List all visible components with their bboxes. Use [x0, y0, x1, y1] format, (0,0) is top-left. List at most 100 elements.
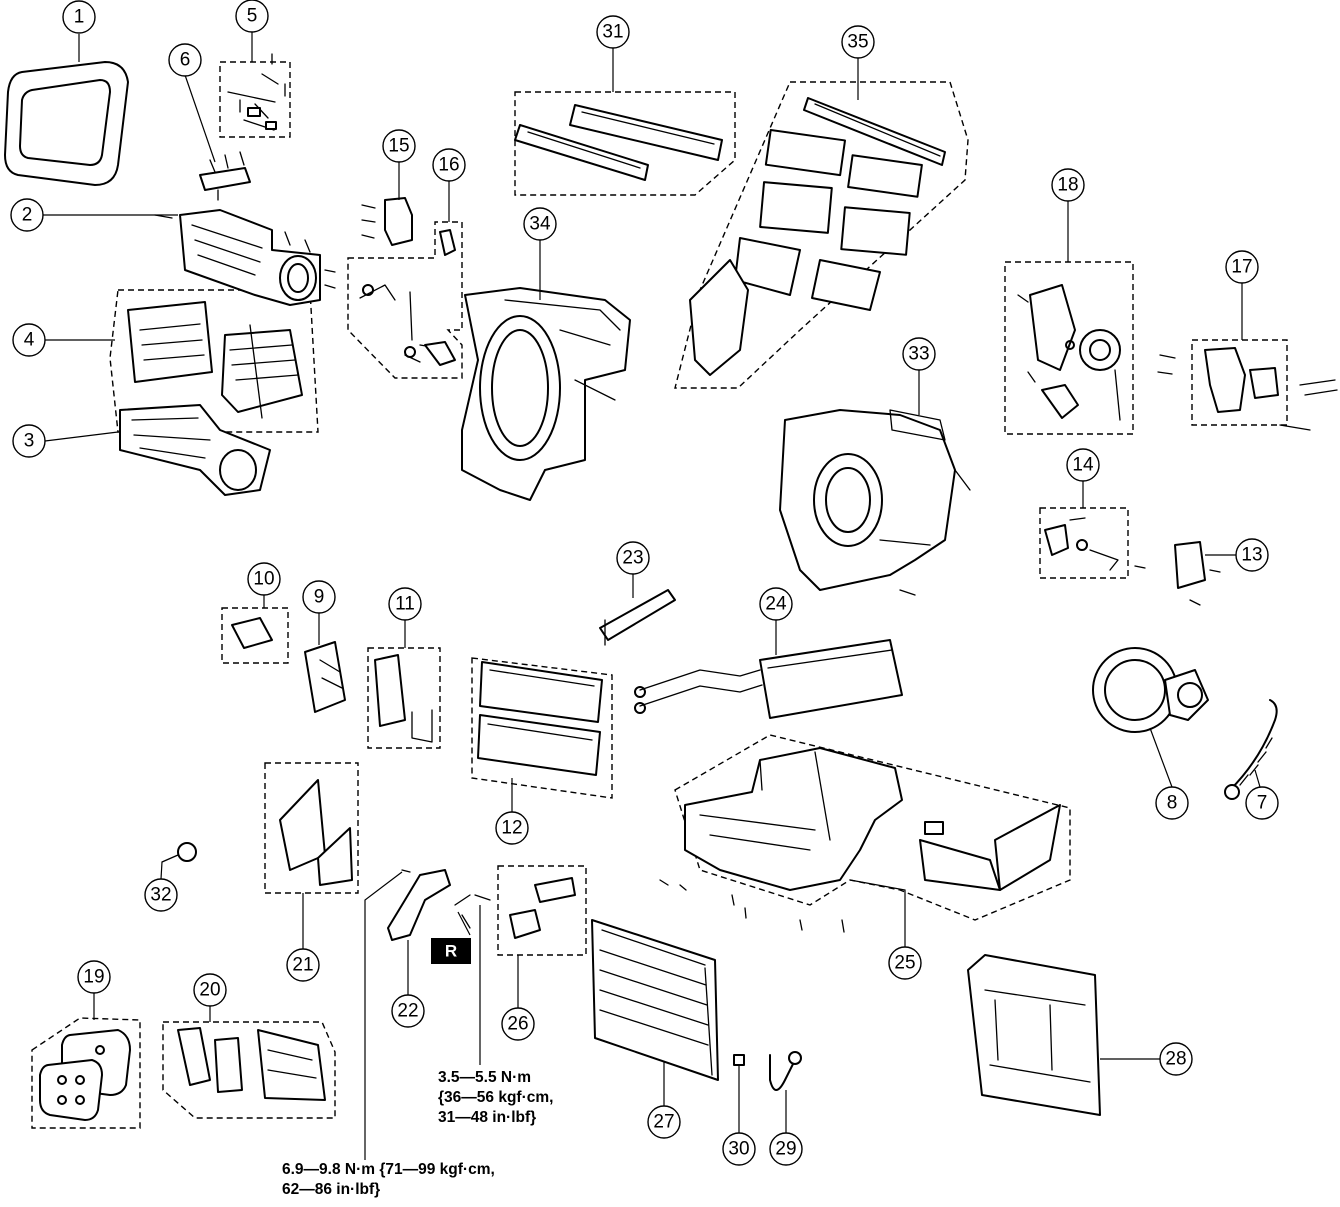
part-10-connector [231, 617, 273, 649]
torque-small-line2: {36—56 kgf·cm, [438, 1089, 554, 1106]
torque-spec-large: 6.9—9.8 N·m {71—99 kgf·cm, 62—86 in·lbf} [282, 1160, 495, 1200]
part-28-heater [967, 954, 1101, 1116]
svg-text:13: 13 [1241, 545, 1262, 566]
part-1-seal [4, 61, 129, 186]
part-22-pipe [387, 869, 491, 941]
part-15-servo [361, 197, 413, 246]
svg-text:4: 4 [24, 330, 35, 351]
part-21-plates [279, 779, 353, 886]
part-3-lower-case [119, 404, 271, 496]
callout-23: 23 [616, 541, 650, 575]
callout-17: 17 [1225, 250, 1259, 284]
part-17-actuator [1157, 347, 1338, 431]
part-8-blower-motor [1092, 647, 1209, 733]
part-7-harness [1224, 699, 1278, 800]
svg-text:26: 26 [507, 1014, 528, 1035]
callout-19: 19 [77, 960, 111, 994]
part-35-flaps [689, 97, 946, 376]
svg-text:25: 25 [894, 953, 915, 974]
svg-text:32: 32 [150, 885, 171, 906]
svg-text:3: 3 [24, 431, 35, 452]
svg-text:15: 15 [388, 136, 409, 157]
svg-text:2: 2 [22, 205, 33, 226]
part-33-main-case [779, 409, 971, 596]
callout-13: 13 [1235, 538, 1269, 572]
callout-21: 21 [286, 948, 320, 982]
part-30-sensor [733, 1054, 745, 1066]
svg-text:23: 23 [622, 548, 643, 569]
svg-text:8: 8 [1167, 793, 1178, 814]
part-2-upper-case [154, 209, 336, 306]
part-25-lower-case [659, 747, 1061, 933]
part-14-linkage [1044, 517, 1119, 571]
svg-text:9: 9 [314, 587, 325, 608]
svg-text:11: 11 [395, 594, 415, 615]
callout-7: 7 [1245, 786, 1279, 820]
svg-text:5: 5 [247, 6, 258, 27]
callouts: 1 2 3 4 5 6 7 8 9 10 11 12 13 14 15 16 1… [10, 0, 1279, 1166]
svg-text:18: 18 [1057, 175, 1078, 196]
callout-35: 35 [841, 25, 875, 59]
callout-20: 20 [193, 973, 227, 1007]
callout-1: 1 [62, 0, 96, 34]
svg-text:20: 20 [199, 980, 220, 1001]
replace-badge-label: R [445, 942, 457, 961]
svg-text:31: 31 [602, 22, 623, 43]
svg-text:21: 21 [292, 955, 313, 976]
callout-31: 31 [596, 15, 630, 49]
part-11-bracket [374, 654, 433, 743]
callout-29: 29 [769, 1132, 803, 1166]
callout-25: 25 [888, 946, 922, 980]
torque-large-line1: 6.9—9.8 N·m {71—99 kgf·cm, [282, 1161, 495, 1178]
part-6-bracket [199, 151, 251, 201]
part-5-linkage [227, 53, 286, 131]
callout-2: 2 [10, 198, 44, 232]
svg-text:33: 33 [908, 344, 929, 365]
parts [4, 53, 1338, 1121]
callout-6: 6 [168, 43, 202, 77]
callout-27: 27 [647, 1105, 681, 1139]
svg-text:19: 19 [83, 967, 104, 988]
part-31-frames [514, 104, 723, 181]
callout-9: 9 [302, 580, 336, 614]
torque-large-line2: 62—86 in·lbf} [282, 1181, 381, 1198]
part-32-clip [161, 842, 197, 863]
svg-text:12: 12 [501, 818, 522, 839]
callout-5: 5 [235, 0, 269, 33]
part-4-doors [127, 301, 303, 419]
svg-text:35: 35 [847, 32, 868, 53]
callout-12: 12 [495, 811, 529, 845]
callout-4: 4 [12, 323, 46, 357]
part-23-cover [599, 589, 676, 646]
svg-text:29: 29 [775, 1139, 796, 1160]
part-19-pads [39, 1029, 131, 1121]
svg-text:14: 14 [1072, 455, 1094, 476]
callout-28: 28 [1159, 1042, 1193, 1076]
callout-26: 26 [501, 1007, 535, 1041]
callout-8: 8 [1155, 786, 1189, 820]
callout-16: 16 [432, 148, 466, 182]
svg-text:28: 28 [1165, 1049, 1186, 1070]
callout-34: 34 [523, 207, 557, 241]
svg-text:30: 30 [728, 1139, 749, 1160]
replace-badge: R [431, 938, 471, 964]
group-boxes [31, 61, 1288, 1129]
svg-text:10: 10 [253, 569, 274, 590]
svg-text:17: 17 [1231, 257, 1252, 278]
callout-30: 30 [722, 1132, 756, 1166]
svg-text:1: 1 [74, 7, 85, 28]
torque-small-line1: 3.5—5.5 N·m [438, 1069, 532, 1086]
part-29-sensor-wire [769, 1051, 802, 1091]
part-12-filters [477, 661, 603, 776]
svg-text:24: 24 [765, 594, 787, 615]
torque-small-line3: 31—48 in·lbf} [438, 1109, 537, 1126]
svg-text:34: 34 [529, 214, 551, 235]
part-26-valve [509, 877, 576, 939]
callout-32: 32 [144, 878, 178, 912]
part-18-mode-linkage [1017, 284, 1121, 421]
part-13-actuator [1134, 541, 1221, 606]
callout-18: 18 [1051, 168, 1085, 202]
torque-spec-small: 3.5—5.5 N·m {36—56 kgf·cm, 31—48 in·lbf} [438, 1068, 553, 1128]
part-20-brackets [177, 1027, 326, 1101]
